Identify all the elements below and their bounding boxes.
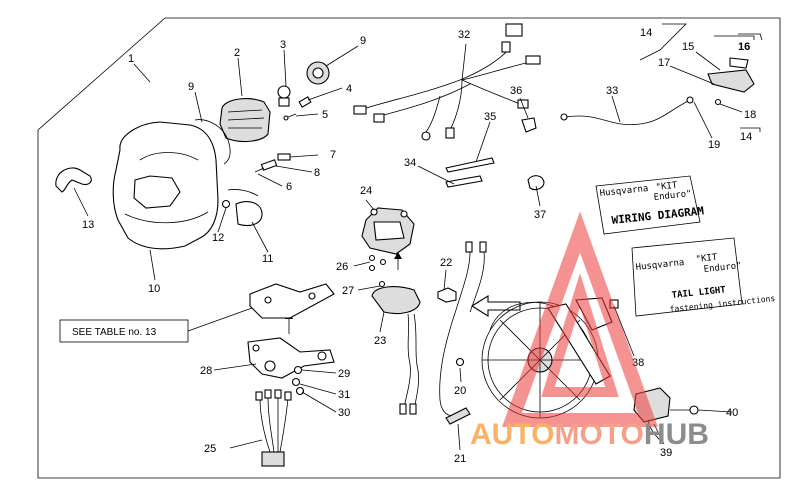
callout-18: 18: [744, 109, 756, 121]
see-table-note: SEE TABLE no. 13: [59, 307, 253, 343]
headlight-unit: [219, 98, 271, 143]
watermark-text: AUTOMOTOHUB: [470, 418, 709, 451]
washer-30: [295, 386, 305, 396]
speedometer: [371, 286, 421, 415]
bulb-holder: [306, 61, 330, 85]
callout-15: 15: [682, 41, 694, 53]
watermark-part-2: MOTO: [554, 418, 643, 451]
wiring-harness: [353, 23, 541, 141]
clamp-37: [527, 175, 545, 191]
watermark-part-1: AUTO: [470, 418, 554, 451]
cable-clamp-22: [437, 287, 457, 303]
cable-tie-34: [445, 175, 483, 188]
callout-14-top: 14: [640, 27, 652, 39]
watermark-part-3: HUB: [644, 418, 709, 451]
clamp-screw: [221, 199, 231, 209]
see-table-text: SEE TABLE no. 13: [72, 327, 157, 338]
cable-clip-36: [521, 117, 537, 133]
leader-lines: [73, 23, 763, 451]
callout-29: 29: [338, 368, 350, 380]
callout-19: 19: [708, 139, 720, 151]
kit-tail-light-card: Husqvarna "KIT Enduro" TAIL LIGHT fasten…: [631, 237, 776, 317]
connector-harness: [255, 389, 292, 467]
mounting-clamp: [227, 189, 263, 227]
callout-8: 8: [314, 167, 320, 179]
callout-21: 21: [454, 453, 466, 465]
connector-clip: [254, 153, 291, 173]
callout-labels: 1 2 3 4 5 6 7 8 9 9 10 11 12 13 14 14 15…: [82, 27, 756, 465]
callout-33: 33: [606, 85, 618, 97]
headlight-bulb: [277, 85, 291, 107]
kit-tail-kit: "KIT: [695, 253, 718, 265]
cable-tie-35: [445, 157, 495, 173]
small-bulb: [298, 96, 312, 108]
callout-26: 26: [336, 261, 348, 273]
callout-37: 37: [534, 209, 546, 221]
diagram-frame: [37, 17, 781, 479]
screw-20: [455, 357, 465, 367]
callout-1: 1: [128, 53, 134, 65]
callout-9-left: 9: [188, 81, 194, 93]
callout-12: 12: [212, 232, 224, 244]
callout-17: 17: [658, 57, 670, 69]
headlight-mask: [112, 121, 219, 250]
callout-25: 25: [204, 443, 216, 455]
callout-36: 36: [510, 85, 522, 97]
nut-29: [293, 365, 303, 375]
callout-35: 35: [484, 111, 496, 123]
callout-27: 27: [342, 285, 354, 297]
callout-24: 24: [360, 185, 372, 197]
callout-9-right: 9: [360, 35, 366, 47]
callout-23: 23: [374, 335, 386, 347]
callout-5: 5: [322, 109, 328, 121]
callout-4: 4: [346, 83, 352, 95]
watermark: AUTOMOTOHUB: [470, 211, 709, 451]
screw-27: [378, 280, 386, 288]
triangle-inner: [541, 273, 619, 397]
callout-39: 39: [660, 447, 672, 459]
callout-16: 16: [738, 41, 750, 53]
cable-hook: [55, 167, 92, 193]
upper-bracket: [249, 283, 335, 319]
kit-wiring-diagram-card: Husqvarna "KIT Enduro" WIRING DIAGRAM: [595, 175, 705, 235]
speedometer-cable: [439, 241, 487, 425]
tail-light-cable: [560, 99, 691, 126]
headlight-bracket: [247, 337, 335, 379]
arrow-up: [394, 252, 402, 270]
kit-tail-enduro: Enduro": [703, 261, 742, 275]
nut-31: [291, 377, 301, 387]
callout-11: 11: [262, 253, 273, 265]
callout-30: 30: [338, 407, 350, 419]
arrow-left: [470, 295, 521, 317]
callout-28: 28: [200, 365, 212, 377]
tail-light: [686, 57, 755, 106]
callout-10: 10: [148, 283, 160, 295]
callout-32: 32: [458, 29, 470, 41]
callout-31: 31: [338, 389, 350, 401]
callout-2: 2: [234, 47, 240, 59]
callout-40: 40: [726, 407, 738, 419]
triangle-outer: [502, 211, 658, 427]
callout-7: 7: [330, 149, 336, 161]
callout-6: 6: [286, 181, 292, 193]
kit-wiring-kit: "KIT: [655, 181, 678, 193]
callout-20: 20: [454, 385, 466, 397]
watermark-triangle-logo: [502, 211, 658, 427]
callout-34: 34: [404, 157, 416, 169]
kit-wiring-enduro: Enduro": [653, 189, 692, 203]
headlight-gasket: [194, 119, 231, 165]
callout-22: 22: [440, 257, 452, 269]
small-screw: [283, 113, 297, 121]
screws-26: [368, 254, 387, 272]
callout-3: 3: [280, 39, 286, 51]
callout-14-bottom: 14: [740, 131, 752, 143]
callout-13: 13: [82, 219, 94, 231]
instrument-cover: [361, 207, 415, 255]
